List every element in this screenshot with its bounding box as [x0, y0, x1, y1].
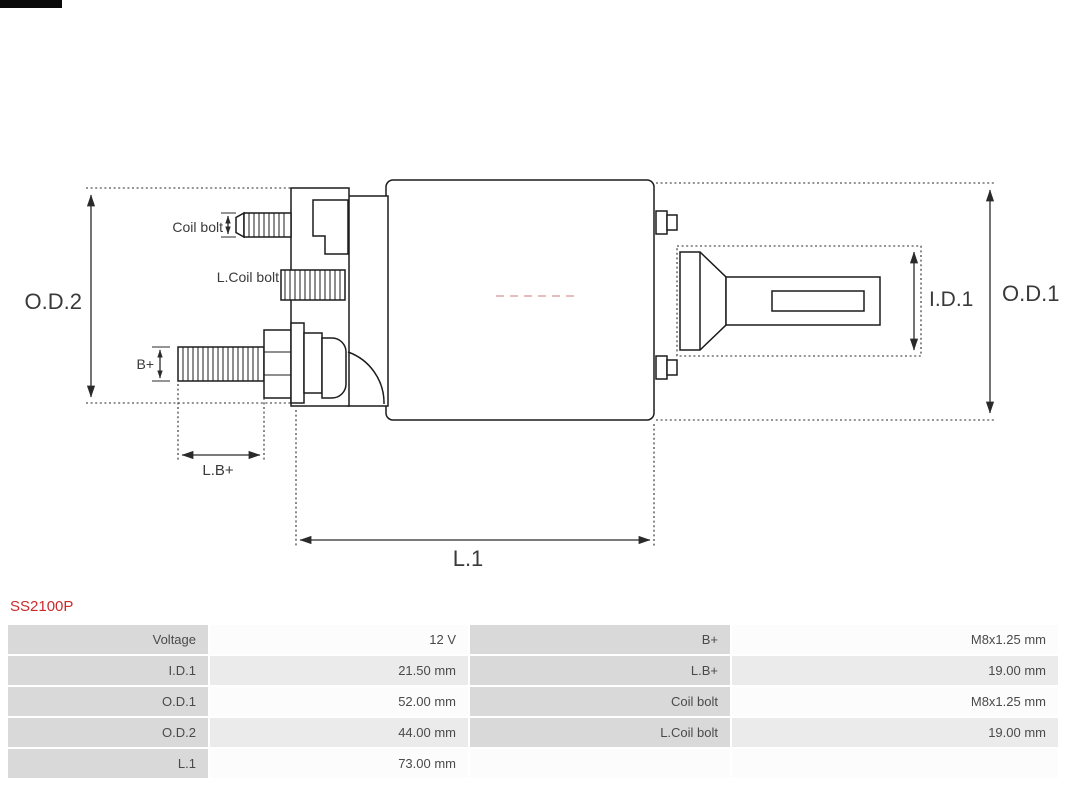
- spec-value: 21.50 mm: [210, 656, 468, 685]
- bplus-spacer: [303, 332, 323, 394]
- dim-label-lcoilbolt: L.Coil bolt: [217, 269, 279, 285]
- plunger-collar: [679, 251, 727, 351]
- spec-label: O.D.1: [8, 687, 208, 716]
- part-number: SS2100P: [10, 598, 74, 615]
- bplus-stud: [177, 346, 265, 382]
- spec-label: B+: [470, 625, 730, 654]
- table-row: Voltage 12 V B+ M8x1.25 mm: [8, 625, 1058, 654]
- spec-label-empty: [470, 749, 730, 778]
- coil-bolt-tip: [235, 211, 245, 239]
- bracket-curve: [347, 351, 385, 405]
- spec-label: L.1: [8, 749, 208, 778]
- spec-value: 52.00 mm: [210, 687, 468, 716]
- tab-bottom-end: [666, 359, 678, 376]
- dim-label-l1: L.1: [453, 546, 484, 571]
- table-row: O.D.2 44.00 mm L.Coil bolt 19.00 mm: [8, 718, 1058, 747]
- extension-lines: [86, 182, 996, 547]
- tick-marks: [152, 212, 236, 382]
- spec-label: L.B+: [470, 656, 730, 685]
- spec-value: 44.00 mm: [210, 718, 468, 747]
- spec-value: 12 V: [210, 625, 468, 654]
- spec-value: M8x1.25 mm: [732, 687, 1058, 716]
- bracket-step: [312, 199, 349, 255]
- table-row: I.D.1 21.50 mm L.B+ 19.00 mm: [8, 656, 1058, 685]
- spec-label: L.Coil bolt: [470, 718, 730, 747]
- tab-top: [655, 210, 668, 235]
- spec-label: Coil bolt: [470, 687, 730, 716]
- table-row: O.D.1 52.00 mm Coil bolt M8x1.25 mm: [8, 687, 1058, 716]
- thread-hatching: [182, 213, 341, 381]
- dimension-arrows: [86, 189, 995, 545]
- tab-top-end: [666, 214, 678, 231]
- solenoid-drawing: O.D.2 O.D.1 I.D.1 L.1 L.B+ Coil bolt L.C…: [0, 0, 1059, 571]
- dim-label-od2: O.D.2: [25, 289, 82, 314]
- dim-label-od1: O.D.1: [1002, 281, 1059, 306]
- tab-bottom: [655, 355, 668, 380]
- spec-table: Voltage 12 V B+ M8x1.25 mm I.D.1 21.50 m…: [6, 623, 1060, 780]
- coil-bolt-stud: [243, 212, 292, 238]
- spec-value: 19.00 mm: [732, 718, 1058, 747]
- dim-label-id1: I.D.1: [929, 288, 973, 311]
- dimension-lines: [86, 182, 996, 547]
- spec-label: Voltage: [8, 625, 208, 654]
- spec-label: O.D.2: [8, 718, 208, 747]
- plunger-slot: [771, 290, 865, 312]
- spec-label: I.D.1: [8, 656, 208, 685]
- solenoid-body: [177, 179, 881, 421]
- dim-label-coil-bolt: Coil bolt: [172, 219, 223, 235]
- front-collar: [347, 195, 389, 407]
- spec-value-empty: [732, 749, 1058, 778]
- bplus-washer: [290, 322, 305, 404]
- coil-thread-block: [280, 269, 346, 301]
- solenoid-diagram: O.D.2 O.D.1 I.D.1 L.1 L.B+ Coil bolt L.C…: [0, 0, 1059, 571]
- dim-label-bplus: B+: [136, 356, 154, 372]
- spec-value: 73.00 mm: [210, 749, 468, 778]
- corner-mark: [0, 0, 62, 8]
- table-row: L.1 73.00 mm: [8, 749, 1058, 778]
- spec-value: 19.00 mm: [732, 656, 1058, 685]
- bplus-cap: [321, 337, 347, 399]
- spec-value: M8x1.25 mm: [732, 625, 1058, 654]
- main-housing: [385, 179, 655, 421]
- dim-label-lbplus: L.B+: [202, 462, 234, 479]
- id1-boundary-box: [676, 245, 922, 357]
- bplus-nut: [263, 329, 292, 399]
